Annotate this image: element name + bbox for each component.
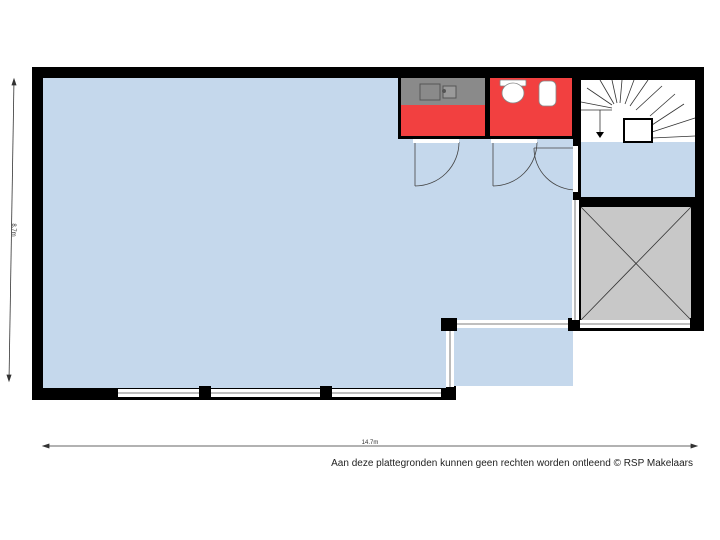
- door-kitchenette: [413, 139, 460, 187]
- toilet-room: [488, 78, 575, 139]
- kitchen-sink-icon: [419, 83, 457, 101]
- kitchenette: [398, 78, 488, 139]
- window-front-2: [580, 320, 690, 328]
- width-dimension-label: 14.7m: [362, 440, 379, 446]
- door-toilet: [491, 139, 538, 187]
- elevator-shaft: [579, 199, 697, 326]
- doors: [413, 139, 578, 192]
- windows: [118, 200, 704, 399]
- door-stair-hall: [533, 146, 578, 192]
- window-vertical-divider: [572, 200, 579, 320]
- window-bottom-3: [332, 389, 441, 397]
- window-front-1: [457, 320, 569, 328]
- elevator-shaft-icon: [580, 206, 692, 321]
- height-dimension-label: 8.7m: [10, 223, 16, 236]
- copyright-disclaimer: Aan deze plattegronden kunnen geen recht…: [331, 458, 693, 469]
- stair-hall: [579, 78, 697, 199]
- window-bottom-2: [211, 389, 321, 397]
- window-bottom-1: [118, 389, 200, 397]
- staircase-icon: [580, 79, 696, 143]
- window-right-side: [446, 331, 454, 387]
- toilet-icon: [499, 79, 527, 104]
- dimension-height: [6, 77, 17, 383]
- dimension-width: [41, 443, 699, 449]
- sink-icon: [538, 80, 557, 107]
